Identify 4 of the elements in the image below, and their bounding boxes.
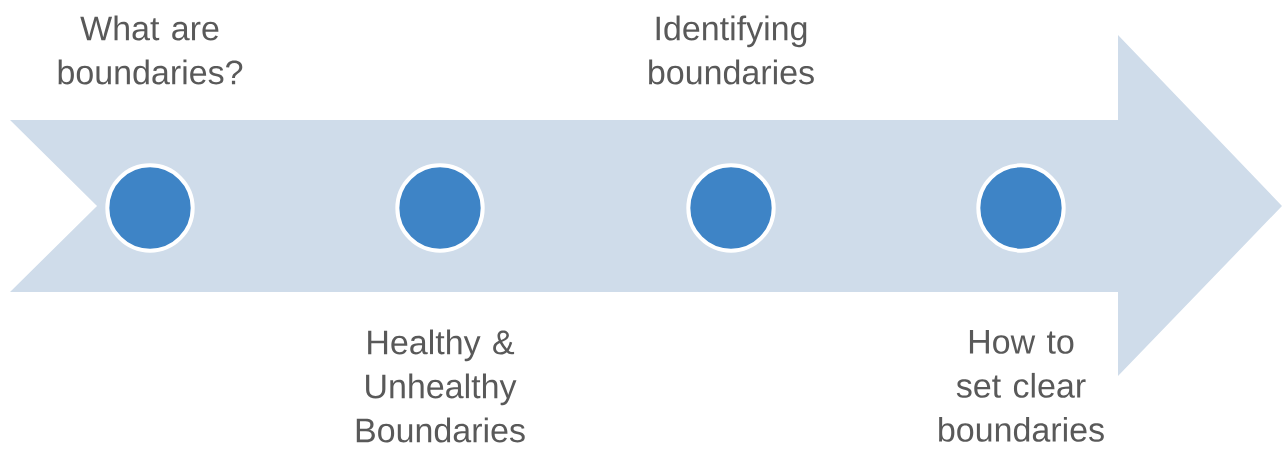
step-label: How to set clear boundaries [939,330,1104,442]
step-label: What are boundaries? [58,15,243,85]
step-label: Healthy & Unhealthy Boundaries [356,329,525,443]
step-label: Identifying boundaries [649,15,814,85]
